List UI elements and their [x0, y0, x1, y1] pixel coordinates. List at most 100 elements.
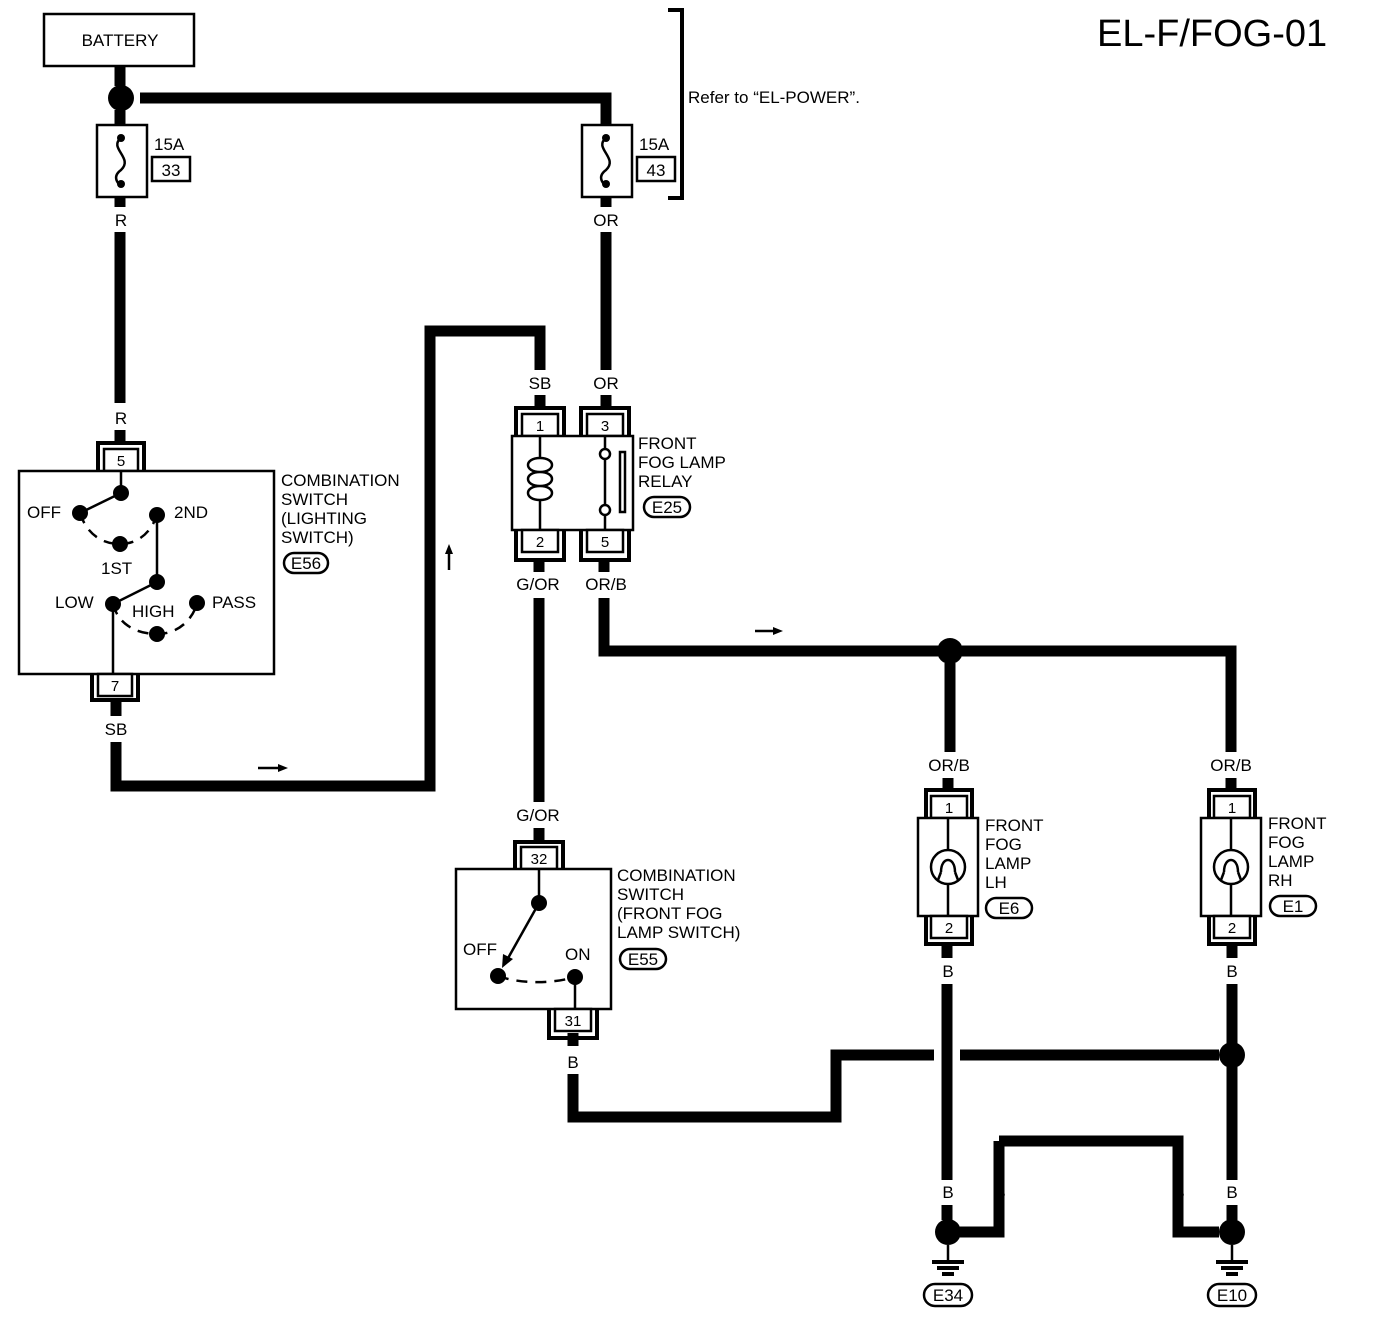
lamp-lh-name-2: FOG — [985, 835, 1022, 854]
power-bracket — [668, 8, 684, 200]
wire-orb-rh — [962, 645, 1237, 752]
refer-note: Refer to “EL-POWER”. — [688, 88, 860, 107]
lamp-rh-bulb-icon — [1212, 848, 1250, 886]
lamp-lh-bulb-icon — [929, 848, 967, 886]
diagram-title: EL-F/FOG-01 — [1097, 13, 1327, 55]
lighting-pos-1st: 1ST — [101, 559, 132, 578]
lighting-pos-pass: PASS — [212, 593, 256, 612]
wire-label-or-top: OR — [593, 211, 619, 230]
wire-label-r-bottom: R — [115, 409, 127, 428]
ground-e10-label: E10 — [1217, 1286, 1247, 1305]
splice-orb — [937, 638, 963, 664]
splice-battery — [108, 85, 134, 111]
splice-ground-rh — [1219, 1219, 1245, 1245]
battery-box — [42, 12, 196, 68]
lighting-switch-name-4: SWITCH) — [281, 528, 354, 547]
splice-ground-lh — [935, 1219, 961, 1245]
battery-label: BATTERY — [82, 31, 159, 50]
lighting-switch-connector: E56 — [291, 554, 321, 573]
wire-label-b-cross-right: B — [1173, 1183, 1184, 1202]
wire-label-orb-relay: OR/B — [585, 575, 627, 594]
lamp-rh-name-1: FRONT — [1268, 814, 1327, 833]
wire-label-orb-rh: OR/B — [1210, 756, 1252, 775]
lamp-lh-name-1: FRONT — [985, 816, 1044, 835]
fog-switch-name-1: COMBINATION — [617, 866, 736, 885]
fog-lamp-switch: 32 31 OFF ON COMBINATION SWITCH (FRONT F… — [454, 840, 740, 1040]
lighting-switch-name-2: SWITCH — [281, 490, 348, 509]
ground-e34-label: E34 — [933, 1286, 963, 1305]
fuse-43-number: 43 — [647, 161, 666, 180]
wire-label-b-switch: B — [567, 1053, 578, 1072]
ground-e10: E10 — [1206, 1245, 1258, 1308]
wire-label-b-cross-left: B — [994, 1183, 1005, 1202]
fuse-43-number-box — [635, 155, 677, 183]
fog-switch-name-2: SWITCH — [617, 885, 684, 904]
lighting-pos-low: LOW — [55, 593, 94, 612]
lighting-pos-off: OFF — [27, 503, 61, 522]
fog-pos-on: ON — [565, 945, 591, 964]
fuse-33-number-box — [150, 155, 192, 183]
wire-b-cross-left — [960, 1180, 1005, 1238]
arrow-orb-right — [755, 627, 783, 635]
relay-name-2: FOG LAMP — [638, 453, 726, 472]
relay-name-1: FRONT — [638, 434, 697, 453]
fog-lamp-rh: 1 2 FRONT FOG LAMP RH E1 — [1199, 788, 1327, 946]
wire-orb-main — [598, 598, 938, 657]
lamp-rh-name-2: FOG — [1268, 833, 1305, 852]
fuse-33-rating: 15A — [154, 135, 185, 154]
wire-b-cross-top — [999, 1135, 1184, 1180]
fog-pos-off: OFF — [463, 940, 497, 959]
wire-label-b-lh: B — [942, 962, 953, 981]
lamp-rh-pin-1: 1 — [1228, 800, 1236, 817]
lighting-switch: 5 7 OFF 2ND 1ST LOW HIGH PASS COMBINATIO… — [17, 441, 400, 702]
fog-lamp-relay: 1 3 2 5 FRONT FOG LAMP RELAY E25 — [510, 406, 726, 562]
relay-coil — [526, 456, 554, 502]
lighting-switch-name-3: (LIGHTING — [281, 509, 367, 528]
wire-sb-loop — [110, 325, 546, 792]
relay-pin-2: 2 — [536, 534, 544, 551]
lamp-lh-name-3: LAMP — [985, 854, 1031, 873]
wire-label-b-rh-gnd: B — [1226, 1183, 1237, 1202]
lighting-pos-high: HIGH — [132, 602, 175, 621]
relay-name-3: RELAY — [638, 472, 693, 491]
wire-splice-fuse43 — [140, 92, 612, 124]
fog-switch-name-3: (FRONT FOG — [617, 904, 722, 923]
fog-switch-pin-31: 31 — [565, 1013, 582, 1030]
fuse-33-number: 33 — [162, 161, 181, 180]
lamp-rh-pin-2: 2 — [1228, 920, 1236, 937]
wire-label-gor-switch: G/OR — [516, 806, 559, 825]
splice-b-rh — [1219, 1042, 1245, 1068]
lamp-rh-name-3: LAMP — [1268, 852, 1314, 871]
lamp-lh-pin-1: 1 — [945, 800, 953, 817]
lamp-lh-name-4: LH — [985, 873, 1007, 892]
wire-label-b-rh: B — [1226, 962, 1237, 981]
fog-switch-name-4: LAMP SWITCH) — [617, 923, 740, 942]
arrow-sb-right — [258, 764, 288, 772]
wire-label-gor-relay: G/OR — [516, 575, 559, 594]
wire-label-sb-relay: SB — [529, 374, 552, 393]
wire-label-orb-lh: OR/B — [928, 756, 970, 775]
fog-switch-pin-32: 32 — [531, 851, 548, 868]
fog-switch-connector: E55 — [628, 950, 658, 969]
wire-label-r-top: R — [115, 211, 127, 230]
relay-pin-3: 3 — [601, 418, 609, 435]
fuse-43-rating: 15A — [639, 135, 670, 154]
lighting-switch-pin-5: 5 — [117, 453, 125, 470]
lighting-switch-name-1: COMBINATION — [281, 471, 400, 490]
lamp-lh-pin-2: 2 — [945, 920, 953, 937]
lamp-rh-name-4: RH — [1268, 871, 1293, 890]
wire-label-sb-switch: SB — [105, 720, 128, 739]
ground-e34: E34 — [922, 1245, 974, 1308]
wire-label-or-relay: OR — [593, 374, 619, 393]
relay-pin-1: 1 — [536, 418, 544, 435]
lighting-pos-2nd: 2ND — [174, 503, 208, 522]
lamp-rh-connector: E1 — [1283, 897, 1304, 916]
fog-lamp-lh: 1 2 FRONT FOG LAMP LH E6 — [916, 788, 1044, 946]
wire-b-switch-main — [567, 1049, 934, 1123]
lighting-switch-pin-7: 7 — [111, 678, 119, 695]
lamp-lh-connector: E6 — [999, 899, 1020, 918]
relay-connector: E25 — [652, 498, 682, 517]
relay-pin-5: 5 — [601, 534, 609, 551]
wire-b-cross-right — [1172, 1205, 1219, 1238]
